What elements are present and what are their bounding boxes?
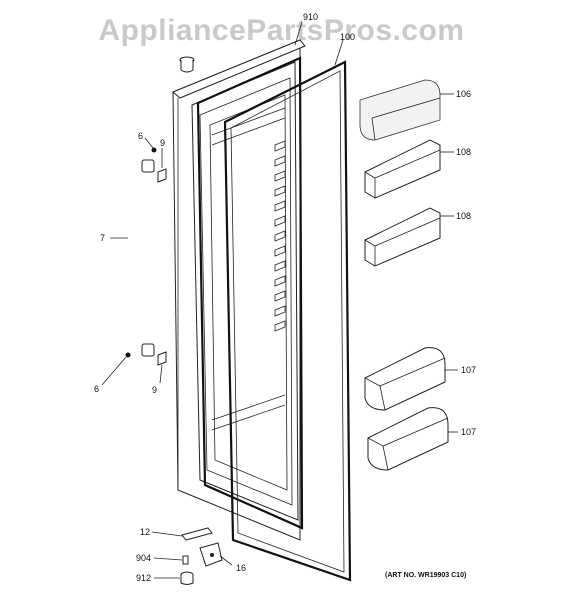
callout-9-top: 9 [160, 138, 165, 148]
callout-912: 912 [136, 573, 151, 583]
callout-910: 910 [303, 12, 318, 22]
bin-107-b [367, 407, 449, 471]
callout-12: 12 [140, 527, 150, 537]
bin-107-a [364, 347, 446, 411]
handle-screws-top [151, 147, 167, 183]
watermark-text: AppliancePartsPros.com [98, 14, 465, 47]
callout-100: 100 [340, 32, 355, 42]
liner-shelf-pegs [274, 140, 286, 332]
callout-107-b: 107 [461, 427, 476, 437]
bin-106 [359, 79, 441, 141]
leader-lines [101, 21, 458, 579]
callout-108-a: 108 [456, 147, 471, 157]
callout-6-bottom: 6 [94, 384, 99, 394]
callout-107-a: 107 [461, 365, 476, 375]
bushing-912 [180, 571, 194, 585]
door-liner [191, 61, 299, 521]
gasket-910 [196, 56, 304, 530]
callout-904: 904 [136, 553, 151, 563]
bin-108-b [364, 207, 441, 267]
gasket-100 [223, 60, 352, 582]
bracket-16 [199, 542, 223, 567]
screw-904 [182, 555, 189, 565]
callout-7: 7 [100, 233, 105, 243]
callout-108-b: 108 [456, 211, 471, 221]
bin-108-a [364, 139, 441, 199]
door-handle [124, 159, 155, 357]
hinge-12 [181, 527, 213, 541]
callout-6-top: 6 [138, 131, 143, 141]
handle-screws-bottom [125, 351, 167, 366]
callout-16: 16 [236, 563, 246, 573]
callout-106: 106 [456, 89, 471, 99]
callout-9-bottom: 9 [152, 385, 157, 395]
top-bushing [179, 56, 195, 73]
art-number: (ART NO. WR19903 C10) [385, 572, 466, 579]
